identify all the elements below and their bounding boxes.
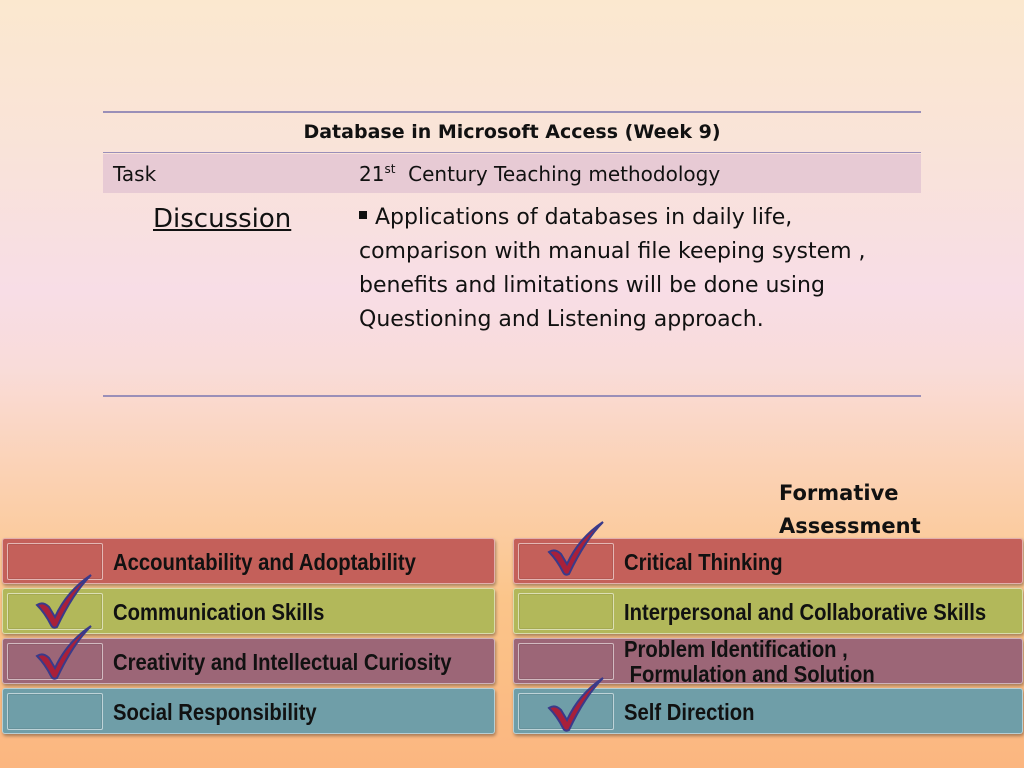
skill-problem-identification: Problem Identification , Formulation and… <box>513 637 1023 687</box>
skill-self-direction: Self Direction <box>513 688 1023 734</box>
task-discussion: Discussion <box>153 204 292 234</box>
skill-social-responsibility: Social Responsibility <box>2 688 495 734</box>
skill-checkbox <box>7 543 103 580</box>
skill-interpersonal: Interpersonal and Collaborative Skills <box>513 588 1023 634</box>
checkmark-icon <box>35 574 92 629</box>
title-divider <box>103 152 921 153</box>
checkmark-icon <box>35 625 92 680</box>
table-header-row: Task 21st Century Teaching methodology <box>103 154 921 193</box>
formative-assessment-label: Formative Assessment <box>779 481 921 538</box>
header-task: Task <box>113 162 157 186</box>
skill-critical-thinking: Critical Thinking <box>513 538 1023 584</box>
header-methodology: 21st Century Teaching methodology <box>359 162 721 186</box>
bullet-icon <box>359 211 367 219</box>
skill-communication: Communication Skills <box>2 588 495 634</box>
table-top-rule <box>103 111 921 113</box>
task-description: Applications of databases in daily life,… <box>359 205 866 332</box>
table-title: Database in Microsoft Access (Week 9) <box>303 121 721 143</box>
skill-checkbox <box>7 693 103 730</box>
checkmark-icon <box>547 521 604 576</box>
skill-checkbox <box>518 593 614 630</box>
table-bottom-rule <box>103 395 921 397</box>
skill-accountability: Accountability and Adoptability <box>2 538 495 584</box>
checkmark-icon <box>547 677 604 732</box>
skill-creativity: Creativity and Intellectual Curiosity <box>2 638 495 684</box>
skill-checkbox <box>518 643 614 680</box>
